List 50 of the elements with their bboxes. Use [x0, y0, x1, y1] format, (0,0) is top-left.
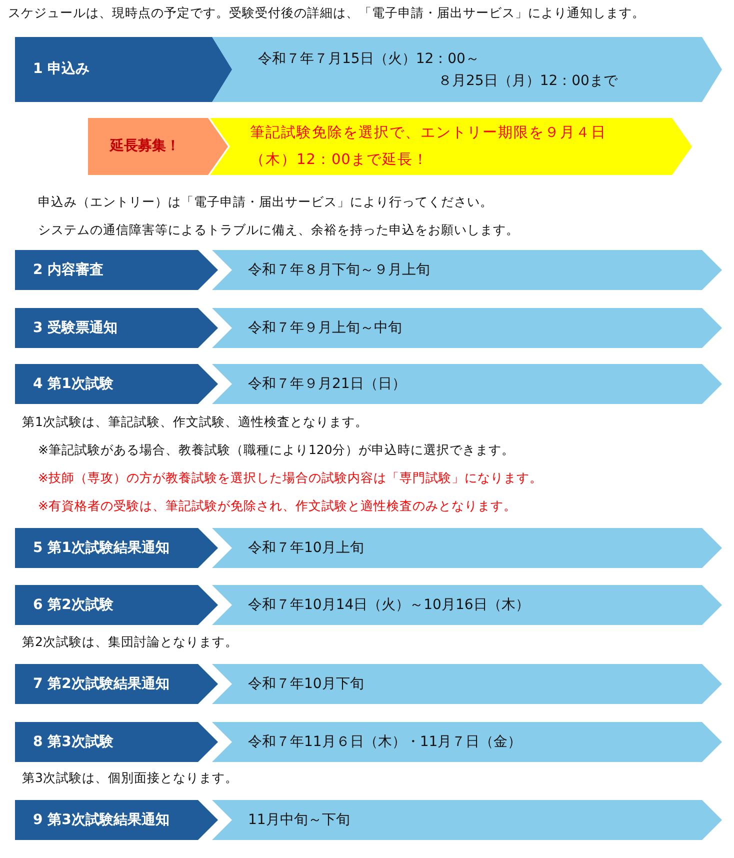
date-banner	[212, 250, 722, 290]
date-banner	[212, 528, 722, 568]
note-text: 第2次試験は、集団討論となります。	[22, 634, 238, 651]
step-banner	[15, 308, 218, 348]
node-text: 8 第3次試験	[33, 732, 114, 751]
notice-banner	[88, 118, 228, 175]
note-text: 第3次試験は、個別面接となります。	[22, 770, 238, 787]
warning-note: ※有資格者の受験は、筆記試験が免除され、作文試験と適性検査のみとなります。	[38, 498, 516, 515]
step-banner	[15, 664, 218, 704]
step-banner	[15, 800, 218, 840]
date-banner	[212, 585, 722, 625]
node-text: 5 第1次試験結果通知	[33, 538, 170, 557]
node-text: 1 申込み	[33, 60, 90, 78]
node-text: 11月中旬～下旬	[248, 810, 350, 829]
node-text: 令和７年８月下旬～９月上旬	[248, 260, 430, 279]
date-banner	[212, 800, 722, 840]
node-text: 2 内容審査	[33, 260, 104, 279]
node-text: ８月25日（月）12：00まで	[438, 72, 618, 90]
warning-note: ※技師（専攻）の方が教養試験を選択した場合の試験内容は「専門試験」になります。	[38, 470, 542, 487]
node-text: 6 第2次試験	[33, 596, 114, 614]
node-text: 4 第1次試験	[33, 374, 114, 393]
node-text: 令和７年９月21日（日）	[248, 374, 406, 393]
node-text: 3 受験票通知	[33, 318, 118, 337]
extension-banner	[210, 118, 692, 175]
node-text: 7 第2次試験結果通知	[33, 674, 170, 693]
note-text: ※筆記試験がある場合、教養試験（職種により120分）が申込時に選択できます。	[38, 442, 514, 459]
node-text: 9 第3次試験結果通知	[33, 810, 170, 829]
date-banner	[212, 722, 722, 762]
step-banner	[15, 722, 218, 762]
note-text: システムの通信障害等によるトラブルに備え、余裕を持った申込をお願いします。	[38, 222, 519, 239]
node-text: 令和７年10月下旬	[248, 674, 364, 693]
step-banner	[15, 364, 218, 404]
date-banner	[212, 308, 722, 348]
node-text: 令和７年10月14日（火）～10月16日（木）	[248, 596, 530, 614]
step-banner	[15, 585, 218, 625]
step-banner	[15, 37, 233, 102]
note-text: 第1次試験は、筆記試験、作文試験、適性検査となります。	[22, 414, 368, 431]
date-banner	[212, 664, 722, 704]
note-text: 申込み（エントリー）は「電子申請・届出サービス」により行ってください。	[38, 194, 493, 211]
node-text: 筆記試験免除を選択で、エントリー期限を９月４日（木）12：00まで延長！	[250, 124, 608, 170]
node-text: 令和７年９月上旬～中旬	[248, 318, 402, 337]
step-banner	[15, 250, 218, 290]
node-text: 令和７年11月６日（木）・11月７日（金）	[248, 732, 522, 751]
date-banner	[212, 37, 722, 102]
note-text: スケジュールは、現時点の予定です。受験受付後の詳細は、「電子申請・届出サービス」により通知します。	[8, 5, 645, 22]
node-text: 延長募集！	[110, 137, 180, 156]
node-text: 令和７年10月上旬	[248, 538, 364, 557]
step-banner	[15, 528, 218, 568]
node-text: 令和７年７月15日（火）12：00～	[258, 50, 480, 68]
date-banner	[212, 364, 722, 404]
